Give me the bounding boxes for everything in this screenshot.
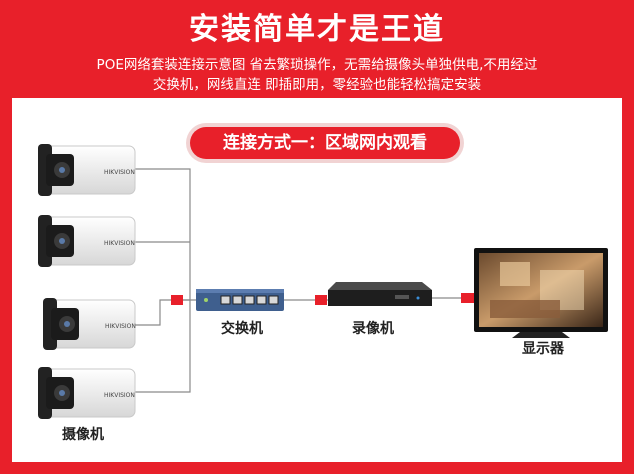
nvr-label: 录像机 (352, 321, 394, 337)
cable-marker (315, 295, 327, 305)
cable-marker (461, 293, 474, 303)
monitor-icon (474, 248, 608, 338)
switch-icon (196, 289, 284, 311)
svg-text:HIKVISION: HIKVISION (104, 392, 135, 399)
camera-cables (133, 168, 478, 393)
svg-text:HIKVISION: HIKVISION (105, 323, 136, 330)
page-title: 安装简单才是王道 (189, 12, 445, 47)
description-line-2: 交换机，网线直连 即插即用，零经验也能轻松搞定安装 (152, 77, 482, 93)
nvr-icon (328, 282, 432, 306)
cable-marker (171, 295, 183, 305)
camera-label: 摄像机 (62, 427, 104, 443)
switch-label: 交换机 (221, 321, 263, 337)
svg-text:HIKVISION: HIKVISION (104, 240, 135, 247)
monitor-label: 显示器 (522, 341, 564, 357)
description-line-1: POE网络套装连接示意图 省去繁琐操作，无需给摄像头单独供电,不用经过 (96, 57, 538, 73)
camera-icon: HIKVISION (43, 298, 136, 350)
camera-icon: HIKVISION (38, 367, 136, 419)
svg-text:HIKVISION: HIKVISION (104, 169, 135, 176)
camera-icon: HIKVISION (38, 215, 136, 267)
camera-icon: HIKVISION (38, 144, 136, 196)
connection-mode-pill: 连接方式一：区域网内观看 (190, 127, 460, 159)
